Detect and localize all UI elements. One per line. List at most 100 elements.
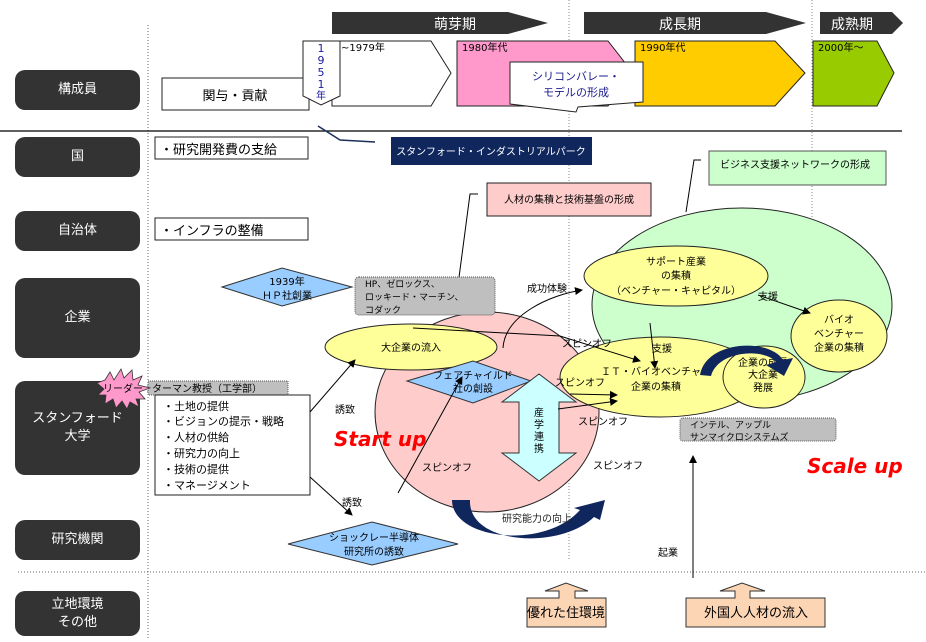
terman-label: ターマン教授（工学部） [147,380,289,396]
ellipse-text: 発展 [753,381,773,394]
diamond-text: 研究所の誘致 [344,545,404,558]
arrow-text: 研究能力の向上 [502,512,572,525]
arrow-text: 産 [534,406,544,419]
row-label-stanford: スタンフォード 大学 [15,381,140,475]
era-label: ~1979年 [341,41,385,54]
arrow [557,397,618,410]
arrow [309,359,356,413]
spinoff-label: スピンオフ [578,416,628,428]
list-item: ・技術の提供 [163,462,229,476]
terman-text: ターマン教授（工学部） [152,382,262,395]
start-up-title: Start up [334,427,426,451]
shockley-diamond: ショックレー半導体 研究所の誘致 [287,521,459,566]
year-digit: 1 [318,42,325,55]
companies-gray-box: HP、ゼロックス、 ロッキード・マーチン、 コダック [354,276,496,316]
ellipse-text: 企業の集積 [814,341,864,354]
support-label: 支援 [758,290,778,303]
ellipse-text: 大企業 [748,368,778,381]
era-label: 2000年～ [818,41,863,54]
list-item: ・人材の供給 [163,430,229,444]
year-digit: 年 [316,89,326,102]
arrow [309,476,353,516]
diamond-text: ショックレー半導体 [329,531,419,544]
ellipse-text: 大企業の流入 [381,341,441,354]
year-digit: 5 [318,66,325,79]
members-box: 関与・貢献 [161,77,310,111]
arrow-text: 携 [534,442,544,455]
members-box-text: 関与・貢献 [202,89,267,104]
list-item: ・マネージメント [163,479,251,492]
location-text: 優れた住環境 [527,606,605,621]
row-label-research: 研究機関 [15,520,140,560]
ellipse-text: 企業の集積 [631,380,681,393]
era-1990s: 1990年代 [634,40,806,107]
era-2000s: 2000年～ [812,40,895,107]
arrow [649,322,659,369]
research-improvement-arrow: 研究能力の向上 [452,500,605,539]
fairchild-diamond: フェアチャイルド 社の創設 [405,360,533,404]
gray-box-line: サンマイクロシステムズ [690,431,789,443]
location-item-housing: 優れた住環境 [526,582,607,628]
callout-text: 人材の集積と技術基盤の形成 [504,193,634,206]
location-item-foreign-talent: 外国人人材の流入 [685,582,826,628]
intel-gray-box: インテル、アップル サンマイクロシステムズ [679,417,837,443]
municipality-box-text: ・インフラの整備 [160,223,264,239]
diamond-text: ＨＰ社創業 [262,289,312,302]
ellipse-text: サポート産業 [646,255,706,268]
arrow [569,390,618,399]
invite-label: 誘致 [342,496,362,509]
country-box-text: ・研究開発費の支給 [160,143,277,158]
spinoff-label: スピンオフ [593,460,643,472]
arrow [412,327,641,363]
phase-label: 成長期 [659,17,701,33]
ellipse-text: バイオ [824,314,854,326]
era-label: 1990年代 [640,41,685,54]
support-industry-ellipse: サポート産業 の集積 （ベンチャー・キャピタル） [583,245,769,307]
diamond-text: 1939年 [269,275,304,288]
year-digit: 1 [318,78,325,91]
ellipse-text: ベンチャー [814,328,864,340]
industrial-park-box: スタンフォード・インダストリアルパーク [391,137,592,165]
connector-line [317,125,376,143]
spinoff-label: スピンオフ [562,338,612,350]
phase-banner-maturity: 成熟期 [820,12,903,34]
arrow [502,287,583,349]
growth-curved-arrow [700,345,793,376]
invite-label: 誘致 [335,403,355,416]
arrow [757,294,811,315]
stanford-contributions-box: ・土地の提供 ・ビジョンの提示・戦略 ・人材の供給 ・研究力の向上 ・技術の提供… [154,394,311,496]
arrow-text: 連 [534,430,544,443]
year-digit: 9 [318,54,325,67]
year-1951-marker: 1 9 5 1 年 [302,40,341,106]
startup-label: 起業 [658,546,678,559]
business-network-callout: ビジネス支援ネットワークの形成 [685,150,887,213]
bio-venture-ellipse: バイオ ベンチャー 企業の集積 [790,299,888,373]
gray-box-line: HP、ゼロックス、 [365,278,440,290]
row-label-companies: 企業 [15,278,140,358]
leader-badge-text: リーダー [103,382,143,395]
silicon-valley-callout: シリコンバレー・ モデルの形成 [509,61,644,113]
list-item: ・ビジョンの提示・戦略 [163,414,284,428]
gray-box-line: ロッキード・マーチン、 [365,292,463,303]
arrow [397,376,463,494]
list-item: ・研究力の向上 [163,446,240,460]
diamond-text: フェアチャイルド [433,370,513,382]
row-label-municipality: 自治体 [15,211,140,251]
arrow-text: 学 [534,418,544,431]
gray-box-line: コダック [365,304,401,316]
ellipse-text: （ベンチャー・キャピタル） [611,285,741,297]
row-label-members: 構成員 [15,70,140,110]
leader-badge: リーダー [96,368,152,410]
diamond-text: 社の創設 [453,382,493,395]
phase-label: 成熟期 [831,17,873,33]
callout-line: シリコンバレー・ [532,70,620,83]
industry-academia-arrow: 産 学 連 携 [500,373,578,482]
scale-up-title: Scale up [807,454,903,478]
location-text: 外国人人材の流入 [704,606,808,621]
phase-banner-growth: 成長期 [584,12,806,34]
ellipse-text: ＩＴ・バイオベンチャー [601,366,711,378]
spinoff-label: スピンオフ [555,377,605,389]
list-item: ・土地の提供 [163,399,229,413]
talent-callout: 人材の集積と技術基盤の形成 [457,182,652,286]
